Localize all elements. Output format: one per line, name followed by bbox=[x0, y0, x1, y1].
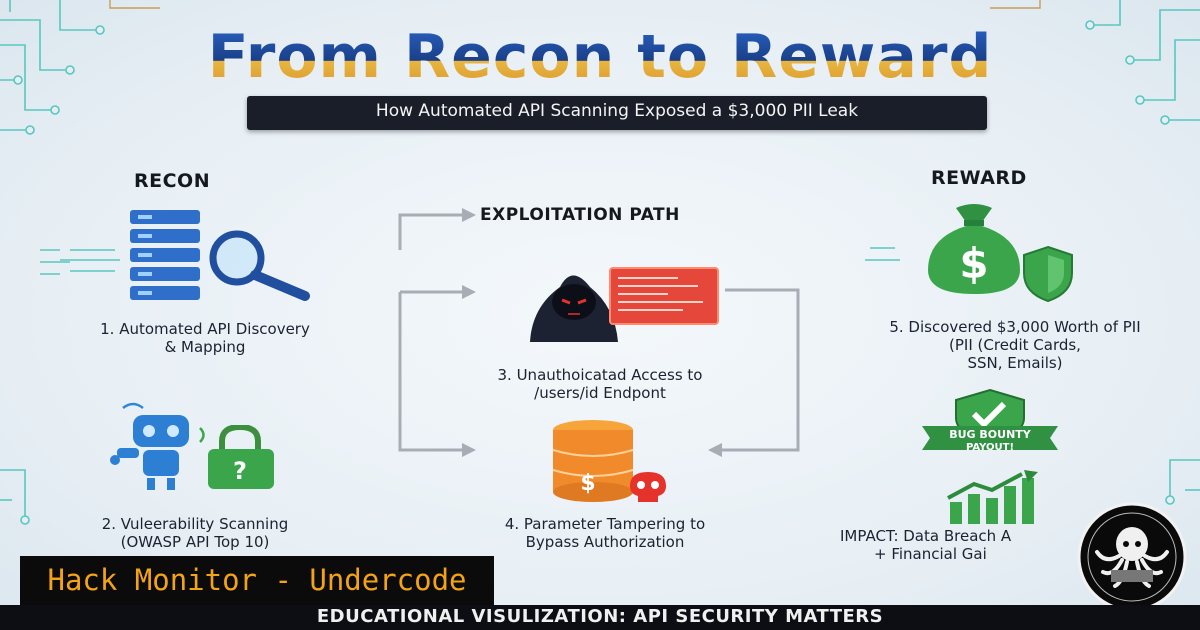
money-bag-icon: $ bbox=[928, 204, 1020, 294]
skull-icon bbox=[630, 472, 666, 502]
hacker-icon bbox=[530, 275, 618, 342]
reward-heading: REWARD bbox=[931, 167, 1027, 189]
brand-label: Hack Monitor - Undercode bbox=[47, 563, 467, 597]
growth-chart-icon bbox=[947, 470, 1038, 524]
code-screen-icon bbox=[609, 267, 719, 325]
svg-text:$: $ bbox=[580, 471, 595, 496]
step-5-line-2: (PII (Credit Cards, bbox=[949, 336, 1081, 354]
page-subtitle: How Automated API Scanning Exposed a $3,… bbox=[375, 101, 859, 121]
step-1-line-1: 1. Automated API Discovery bbox=[100, 320, 310, 338]
step-3-text: 3. Unauthoicatad Access to /users/id End… bbox=[430, 366, 770, 402]
padlock-icon: ? bbox=[208, 425, 274, 489]
brand-banner bbox=[20, 556, 494, 608]
step-5-line-1: 5. Discovered $3,000 Worth of PII bbox=[889, 318, 1141, 336]
step-2-line-1: 2. Vuleerability Scanning bbox=[101, 515, 289, 533]
step-3-line-1: 3. Unauthoicatad Access to bbox=[497, 366, 703, 384]
impact-line-1: IMPACT: Data Breach A bbox=[840, 527, 1012, 545]
step-5-text: 5. Discovered $3,000 Worth of PII (PII (… bbox=[835, 318, 1195, 372]
step-4-line-1: 4. Parameter Tampering to bbox=[504, 515, 706, 533]
impact-line-2: + Financial Gai bbox=[874, 545, 987, 563]
step-4-line-2: Bypass Authorization bbox=[525, 533, 685, 551]
svg-text:$: $ bbox=[959, 239, 988, 288]
recon-heading: RECON bbox=[134, 170, 211, 192]
footer-text: EDUCATIONAL VISULIZATION: API SECURITY M… bbox=[316, 606, 884, 627]
step-2-line-2: (OWASP API Top 10) bbox=[120, 533, 270, 551]
shield-icon bbox=[1023, 245, 1073, 303]
step-5-line-3: SSN, Emails) bbox=[967, 354, 1063, 372]
page-title: From Recon to Reward bbox=[0, 22, 1200, 92]
octopus-logo-icon bbox=[1077, 502, 1187, 612]
exploitation-heading: EXPLOITATION PATH bbox=[480, 205, 680, 225]
step-2-text: 2. Vuleerability Scanning (OWASP API Top… bbox=[30, 515, 360, 551]
subtitle-banner bbox=[247, 96, 987, 130]
bounty-badge-line-2: PAYOUT! bbox=[965, 442, 1015, 453]
database-icon: $ bbox=[552, 420, 634, 502]
magnifier-icon bbox=[209, 230, 310, 301]
robot-icon bbox=[110, 402, 205, 490]
footer-banner bbox=[0, 605, 1200, 630]
bounty-badge-icon bbox=[922, 388, 1058, 450]
step-1-line-2: & Mapping bbox=[164, 338, 246, 356]
step-1-text: 1. Automated API Discovery & Mapping bbox=[40, 320, 370, 356]
server-icon bbox=[60, 210, 200, 300]
step-4-text: 4. Parameter Tampering to Bypass Authori… bbox=[435, 515, 775, 551]
step-3-line-2: /users/id Endpont bbox=[534, 384, 666, 402]
impact-text: IMPACT: Data Breach A + Financial Gai bbox=[840, 527, 1100, 563]
svg-text:?: ? bbox=[233, 457, 247, 485]
bounty-badge-line-1: BUG BOUNTY bbox=[949, 428, 1031, 441]
